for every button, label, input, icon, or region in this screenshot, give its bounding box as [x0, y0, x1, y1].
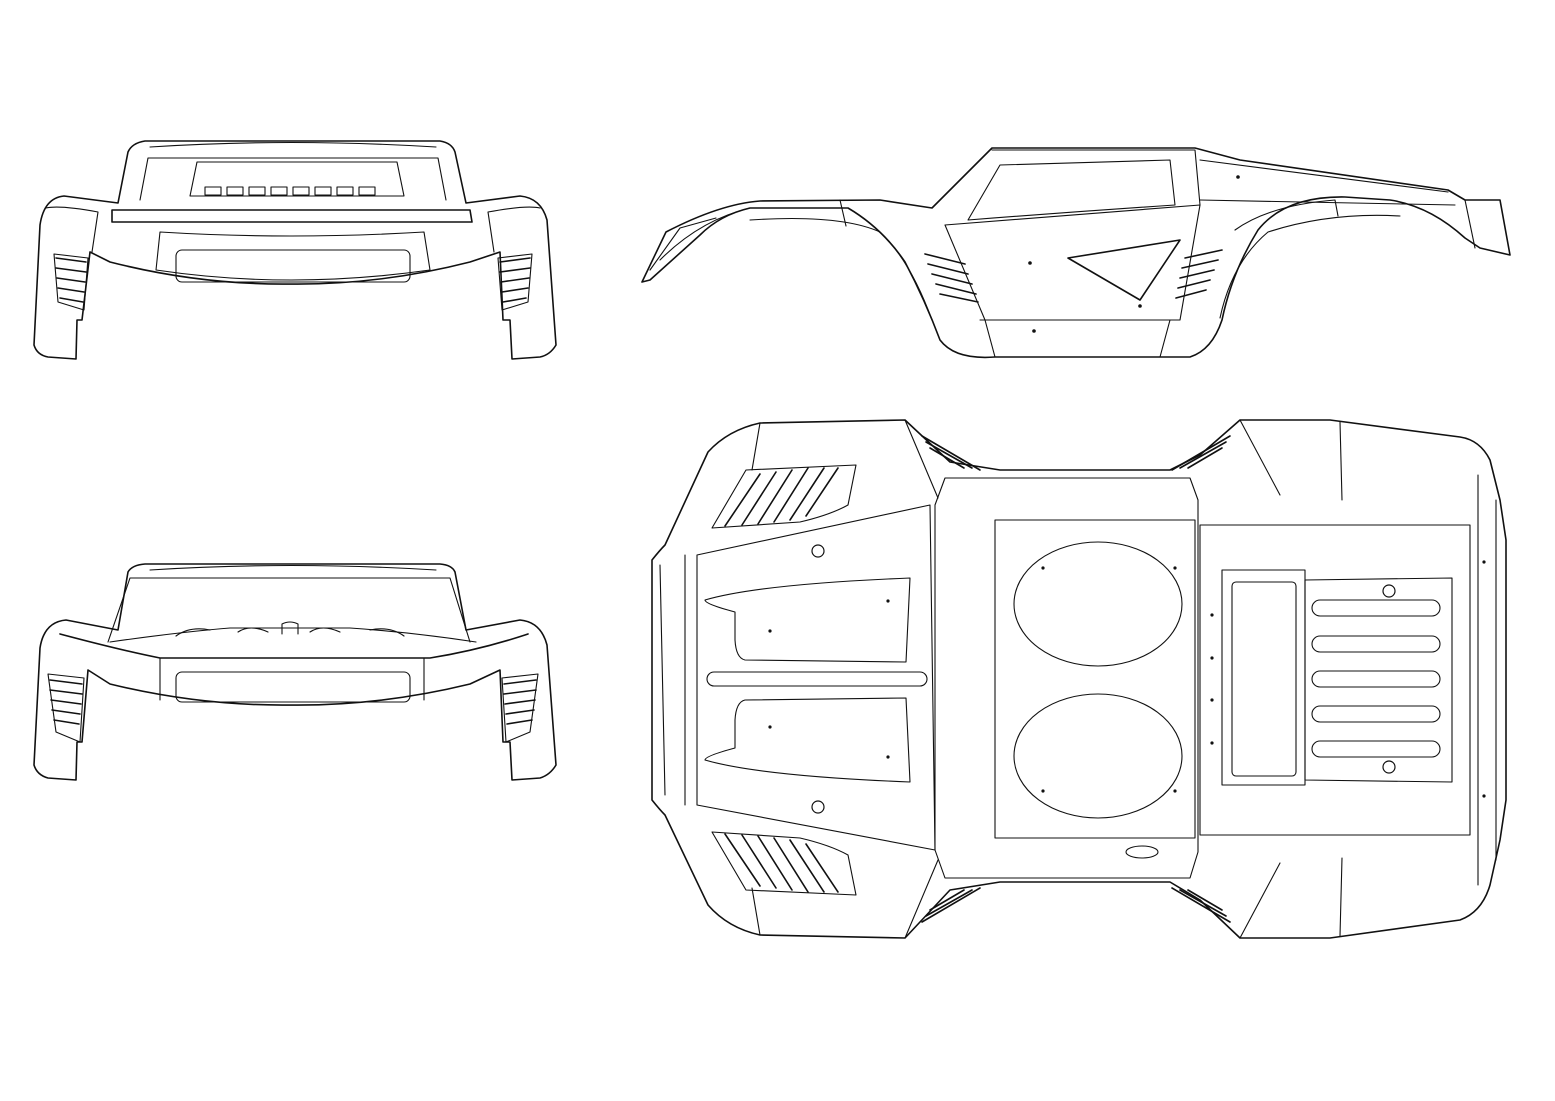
- side-mount-hole: [1032, 329, 1036, 333]
- side-wheel-arch-front: [749, 217, 933, 321]
- rear-body-outline: [33, 563, 557, 781]
- top-bed-window: [1231, 581, 1297, 777]
- side-mount-hole: [1236, 175, 1240, 179]
- front-right-fender-arch: [487, 206, 541, 253]
- top-fender-lines: [751, 419, 1343, 939]
- top-tailgate-line: [1477, 474, 1497, 886]
- top-roof-bubble-left: [1013, 541, 1183, 667]
- front-roof-line: [149, 141, 437, 148]
- top-body-outline: [651, 419, 1507, 939]
- side-door-vent-icon: [1067, 239, 1181, 301]
- front-bumper-lower: [155, 231, 431, 281]
- front-left-vent-icon: [53, 253, 89, 311]
- rear-window-frame: [107, 577, 471, 643]
- top-body-post-hole: [811, 800, 825, 814]
- rear-deck: [109, 627, 477, 643]
- top-hood-center-rib: [706, 671, 928, 687]
- top-mount-holes: [768, 560, 1486, 798]
- side-roof-line: [991, 149, 1201, 206]
- top-front-right-vent-icon: [711, 831, 857, 896]
- front-grille-slots: [204, 186, 376, 196]
- top-front-section-line: [659, 554, 686, 806]
- top-fuel-cap: [1125, 845, 1159, 859]
- side-body-outline: [641, 147, 1511, 359]
- side-mount-hole: [1138, 304, 1142, 308]
- front-license-plate: [175, 249, 411, 283]
- rear-bumper-bar: [59, 633, 529, 659]
- top-roof-bubble-right: [1013, 693, 1183, 819]
- top-roof-panel: [994, 519, 1196, 839]
- top-body-post-hole: [811, 544, 825, 558]
- side-wheel-arch-rear: [1219, 214, 1401, 319]
- top-view: [651, 419, 1507, 939]
- front-view: [33, 140, 557, 360]
- side-bed-rail: [1199, 159, 1456, 206]
- front-left-fender-arch: [45, 206, 99, 253]
- rear-view: [33, 563, 557, 781]
- top-front-left-vent-icon: [711, 464, 857, 529]
- top-body-post-hole: [1382, 760, 1396, 774]
- rear-license-plate: [175, 671, 411, 703]
- top-bed-deck: [1304, 577, 1453, 783]
- side-front-fender-line: [649, 199, 847, 271]
- top-bed-outline: [1199, 524, 1471, 836]
- front-grille-opening: [189, 161, 405, 197]
- side-window: [967, 159, 1176, 221]
- top-cab-outline: [934, 477, 1199, 879]
- side-rear-vent-icon: [1175, 249, 1223, 299]
- top-mirror-vent-icons: [921, 435, 1231, 923]
- front-right-vent-icon: [497, 253, 533, 311]
- side-mount-hole: [1028, 261, 1032, 265]
- rear-roof-line: [149, 564, 437, 571]
- rear-bumper-lower: [159, 657, 425, 701]
- front-windshield-frame: [139, 157, 447, 201]
- side-door-panel: [944, 204, 1201, 321]
- side-front-vent-icon: [924, 253, 979, 303]
- rear-deck-bumps: [175, 621, 405, 637]
- front-body-outline: [33, 140, 557, 360]
- top-hood-scoop-lower: [704, 697, 911, 783]
- top-body-post-hole: [1382, 584, 1396, 598]
- top-hood-scoop-upper: [704, 577, 911, 663]
- front-bumper-bar: [111, 209, 473, 223]
- rear-left-vent-icon: [47, 673, 85, 743]
- top-bed-slots: [1311, 599, 1441, 758]
- side-view: [641, 147, 1511, 359]
- side-sill: [979, 319, 1171, 358]
- rear-right-vent-icon: [501, 673, 539, 743]
- side-rear-fender-line: [1234, 199, 1476, 249]
- top-bed-inner: [1221, 569, 1306, 786]
